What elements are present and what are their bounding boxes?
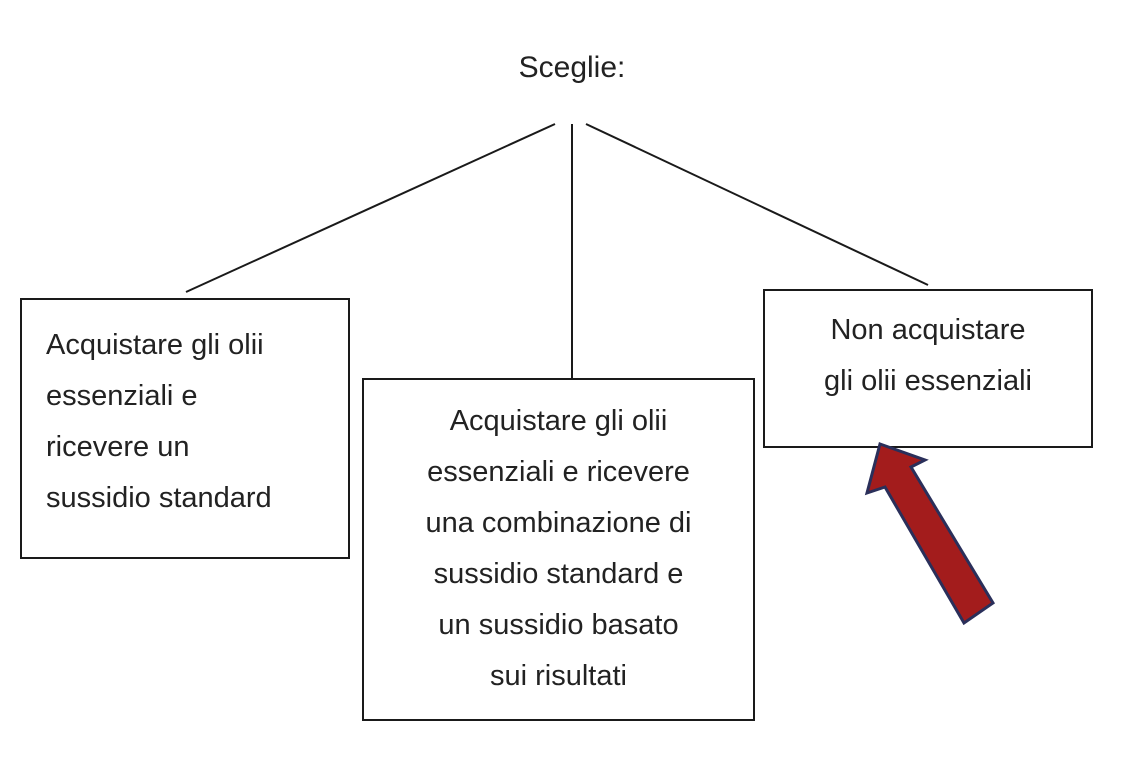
option-text-line: un sussidio basato (438, 609, 679, 641)
connector-to-right-option (585, 123, 929, 286)
option-text-line: una combinazione di (425, 507, 692, 539)
option-text-line: ricevere un (46, 431, 190, 463)
connector-to-left-option (185, 123, 556, 293)
option-box-left: Acquistare gli olii essenziali e ricever… (20, 298, 350, 559)
option-text-line: gli olii essenziali (824, 365, 1032, 397)
option-text-line: essenziali e ricevere (427, 456, 690, 488)
option-text-line: Acquistare gli olii (46, 329, 264, 361)
option-box-right: Non acquistare gli olii essenziali (763, 289, 1093, 448)
option-text-line: sussidio standard (46, 482, 272, 514)
option-text-line: sui risultati (490, 660, 627, 692)
option-text-line: Non acquistare (830, 314, 1026, 346)
option-text-line: sussidio standard e (433, 558, 684, 590)
root-question-label: Sceglie: (518, 51, 626, 84)
option-box-middle: Acquistare gli olii essenziali e ricever… (362, 378, 755, 721)
option-text-line: Acquistare gli olii (449, 405, 668, 437)
option-text-line: essenziali e (46, 380, 198, 412)
